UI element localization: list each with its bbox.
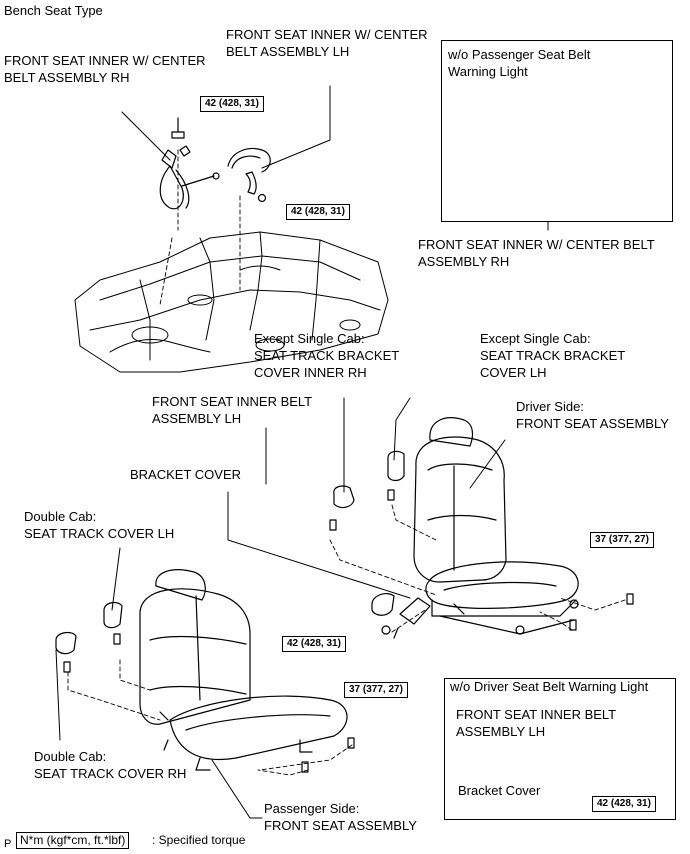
torque-spec-4: 42 (428, 31) xyxy=(282,636,346,652)
inset-passenger-no-warning-light xyxy=(441,40,673,222)
legend-marker: P xyxy=(4,838,12,850)
torque-spec-2: 42 (428, 31) xyxy=(286,204,350,220)
legend-unit-box: N*m (kgf*cm, ft.*lbf) xyxy=(16,832,130,849)
label-passenger-seat: Passenger Side:FRONT SEAT ASSEMBLY xyxy=(264,801,417,833)
seat-track-bracket-cover-inner-rh-illustration xyxy=(329,485,355,531)
inner-center-belt-rh-illustration xyxy=(159,117,220,210)
bolts-illustration xyxy=(301,593,634,773)
torque-spec-5: 37 (377, 27) xyxy=(344,682,408,698)
label-inset2-title: w/o Driver Seat Belt Warning Light xyxy=(450,679,649,694)
torque-spec-6: 42 (428, 31) xyxy=(592,796,656,812)
label-seat-track-cover-rh: Double Cab:SEAT TRACK COVER RH xyxy=(34,749,187,781)
seat-track-bracket-cover-lh-illustration xyxy=(387,450,405,501)
label-seat-track-cover-lh: Double Cab:SEAT TRACK COVER LH xyxy=(24,509,175,541)
torque-spec-1: 42 (428, 31) xyxy=(200,96,264,112)
passenger-seat-illustration xyxy=(139,569,348,771)
label-bracket-cover: BRACKET COVER xyxy=(130,467,242,482)
seat-track-cover-lh-illustration xyxy=(103,601,123,645)
inner-center-belt-lh-illustration xyxy=(227,147,271,203)
bracket-cover-illustration xyxy=(371,592,395,616)
label-driver-seat: Driver Side:FRONT SEAT ASSEMBLY xyxy=(516,399,669,431)
label-inset2-bracket-cover: Bracket Cover xyxy=(458,783,541,798)
legend-text: : Specified torque xyxy=(152,833,246,847)
dashed-lines xyxy=(67,149,626,776)
page-title: Bench Seat Type xyxy=(4,3,103,18)
driver-seat-illustration xyxy=(413,417,579,635)
torque-spec-3: 37 (377, 27) xyxy=(590,532,654,548)
seat-track-cover-rh-illustration xyxy=(55,631,77,673)
inner-belt-lh-illustration xyxy=(381,597,431,639)
vehicle-floor-illustration xyxy=(74,231,389,373)
